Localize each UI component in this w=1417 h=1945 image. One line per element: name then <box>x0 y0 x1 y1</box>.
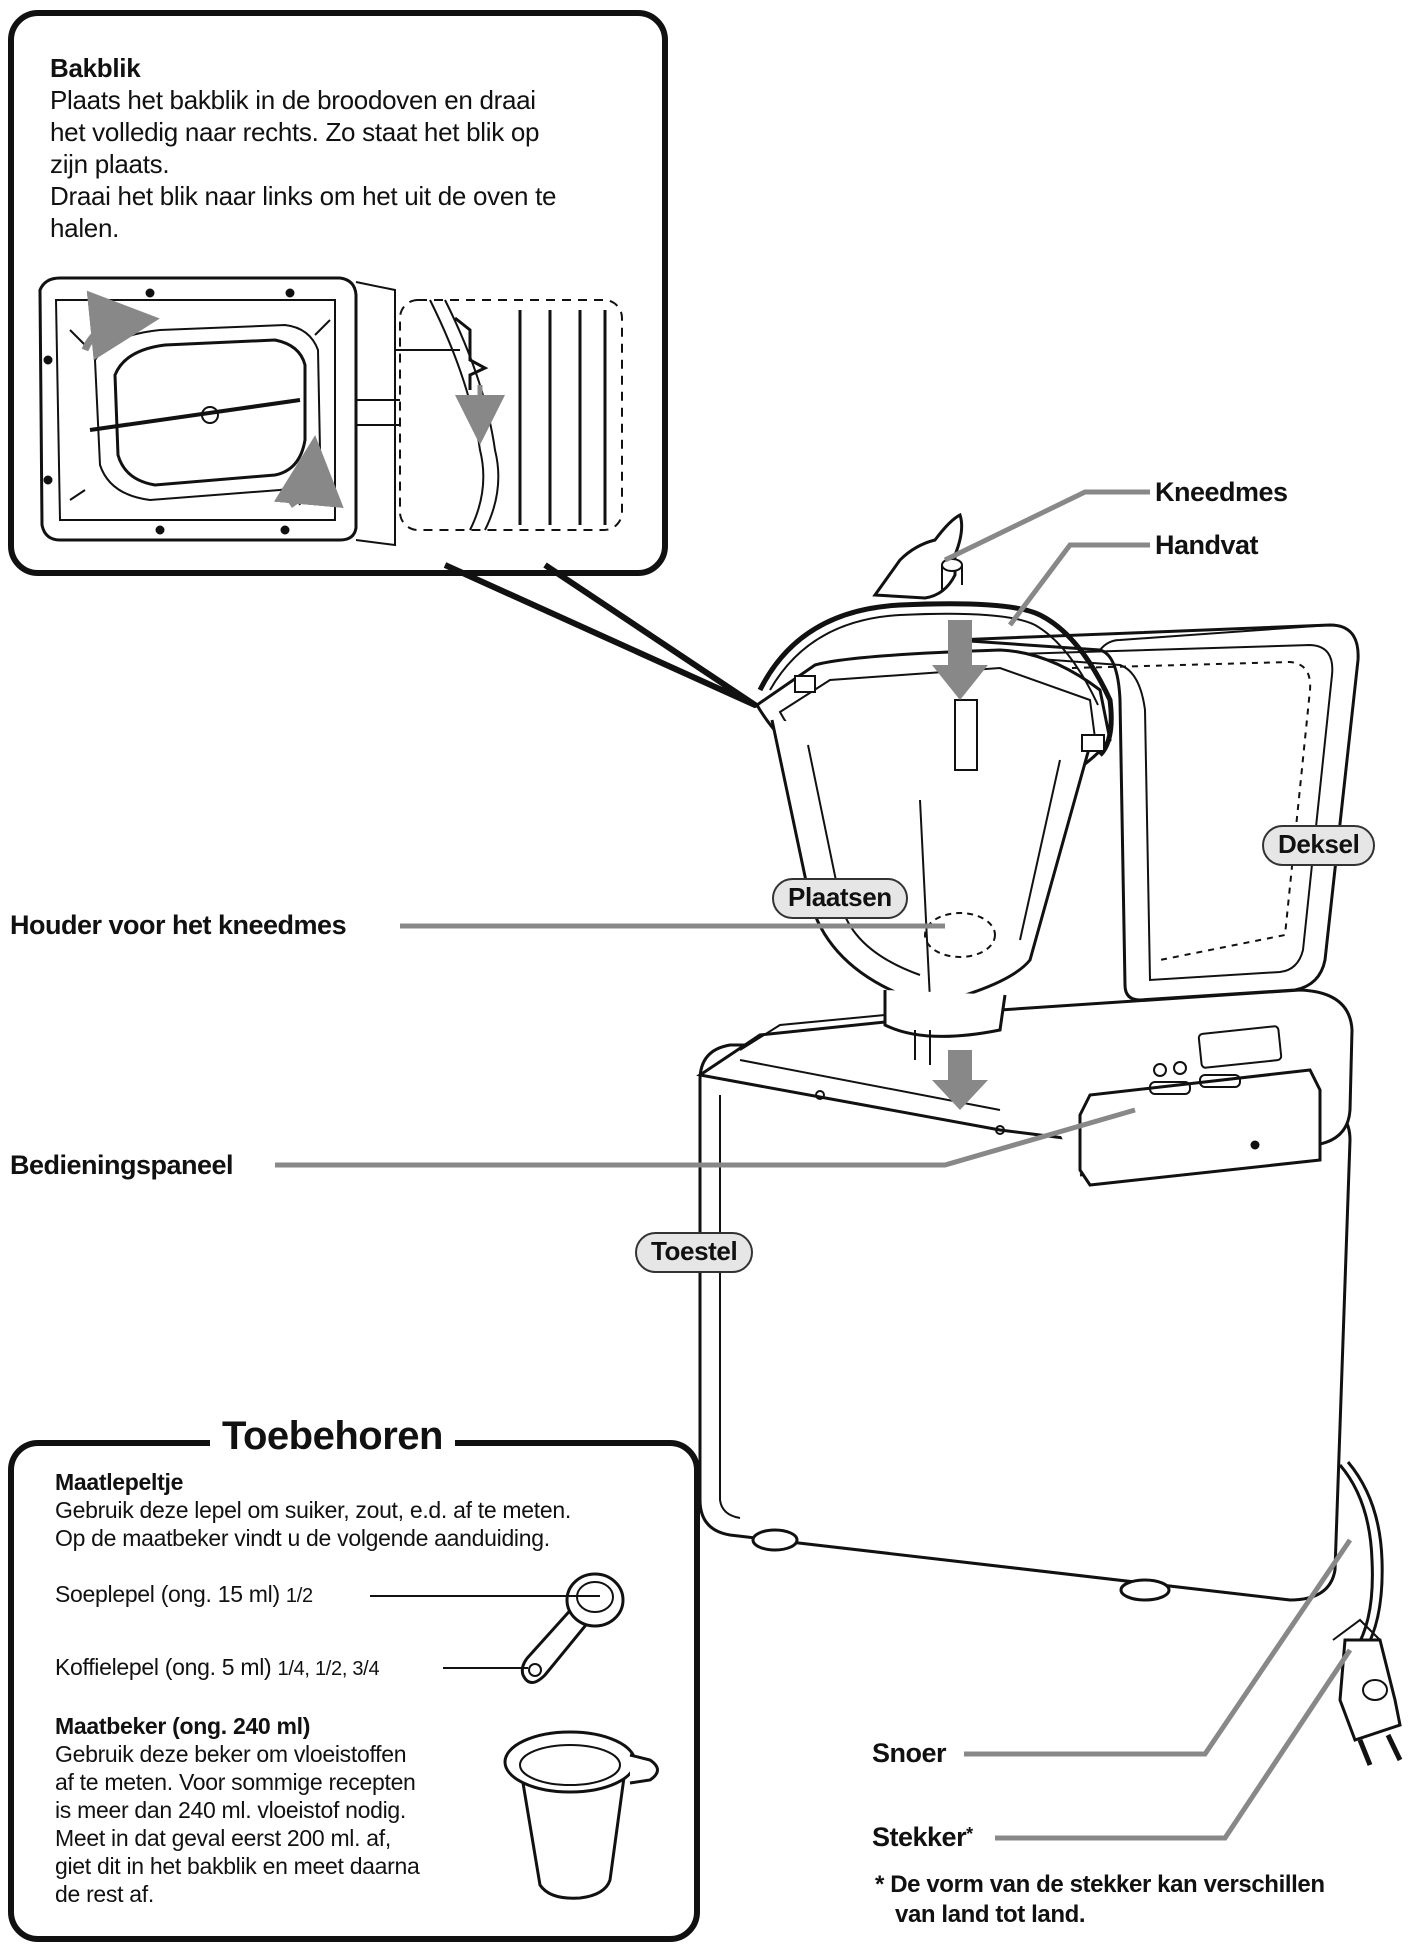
cup-line-4: Meet in dat geval eerst 200 ml. af, <box>55 1825 391 1851</box>
koffielepel-fraction-1: 1/4 <box>277 1658 305 1680</box>
accessories-title: Toebehoren <box>210 1414 455 1459</box>
kneading-blade-drawing <box>872 512 964 600</box>
bread-machine-body <box>696 988 1354 1602</box>
label-handvat: Handvat <box>1155 530 1259 560</box>
soeplepel-row: Soeplepel (ong. 15 ml) 1/2 <box>55 1580 313 1610</box>
footnote-line-2: van land tot land. <box>895 1901 1086 1928</box>
cup-line-6: de rest af. <box>55 1881 154 1907</box>
spoon-title: Maatlepeltje <box>55 1469 184 1495</box>
callout-illustration <box>38 276 623 547</box>
cup-line-2: af te meten. Voor sommige recepten <box>55 1769 416 1795</box>
soeplepel-fraction: 1/2 <box>285 1585 313 1607</box>
callout-line-4: Draai het blik naar links om het uit de … <box>50 181 557 211</box>
label-stekker-text: Stekker <box>872 1822 967 1852</box>
accessory-leader-lines <box>370 1595 600 1669</box>
koffielepel-label: Koffielepel (ong. 5 ml) <box>55 1654 272 1680</box>
spoon-line-2: Op de maatbeker vindt u de volgende aand… <box>55 1525 550 1551</box>
koffielepel-row: Koffielepel (ong. 5 ml) 1/4, 1/2, 3/4 <box>55 1654 380 1680</box>
callout-box <box>8 10 668 576</box>
accessories-text-block: Maatlepeltje Gebruik deze lepel om suike… <box>55 1468 675 1552</box>
lid-drawing <box>954 623 1360 1002</box>
cup-title: Maatbeker (ong. 240 ml) <box>55 1713 311 1739</box>
label-deksel: Deksel <box>1262 825 1376 866</box>
insert-arrows <box>932 620 988 1110</box>
cup-text-block: Maatbeker (ong. 240 ml) Gebruik deze bek… <box>55 1712 495 1908</box>
leader-lines <box>275 489 1353 1841</box>
soeplepel-label: Soeplepel (ong. 15 ml) <box>55 1581 280 1607</box>
callout-line-1: Plaats het bakblik in de broodoven en dr… <box>50 85 536 115</box>
baking-pan-drawing <box>755 601 1114 1065</box>
label-bedieningspaneel: Bedieningspaneel <box>10 1150 234 1180</box>
cup-line-5: giet dit in het bakblik en meet daarna <box>55 1853 420 1879</box>
cup-line-1: Gebruik deze beker om vloeistoffen <box>55 1741 407 1767</box>
label-stekker-mark: * <box>966 1824 973 1844</box>
cup-line-3: is meer dan 240 ml. vloeistof nodig. <box>55 1797 407 1823</box>
measuring-spoon-drawing <box>520 1572 625 1684</box>
label-plaatsen: Plaatsen <box>772 878 908 919</box>
measuring-cup-drawing <box>503 1730 659 1900</box>
callout-title: Bakblik <box>50 53 141 83</box>
koffielepel-fraction-3: 3/4 <box>352 1658 380 1680</box>
callout-line-5: halen. <box>50 213 120 243</box>
label-toestel: Toestel <box>635 1232 754 1273</box>
koffielepel-fraction-2: 1/2 <box>314 1658 342 1680</box>
footnote-line-1: * De vorm van de stekker kan verschillen <box>875 1871 1325 1898</box>
label-snoer: Snoer <box>872 1738 947 1768</box>
label-houder-kneedmes: Houder voor het kneedmes <box>10 910 347 940</box>
spoon-line-1: Gebruik deze lepel om suiker, zout, e.d.… <box>55 1497 571 1523</box>
callout-pointer <box>443 562 758 708</box>
cord-and-plug-drawing <box>1332 1461 1403 1766</box>
label-stekker: Stekker* <box>872 1822 973 1853</box>
callout-line-2: het volledig naar rechts. Zo staat het b… <box>50 117 540 147</box>
label-kneedmes: Kneedmes <box>1155 477 1288 507</box>
footnote: * De vorm van de stekker kan verschillen… <box>875 1870 1325 1930</box>
callout-line-3: zijn plaats. <box>50 149 170 179</box>
callout-text-block: Bakblik Plaats het bakblik in de broodov… <box>50 52 650 244</box>
